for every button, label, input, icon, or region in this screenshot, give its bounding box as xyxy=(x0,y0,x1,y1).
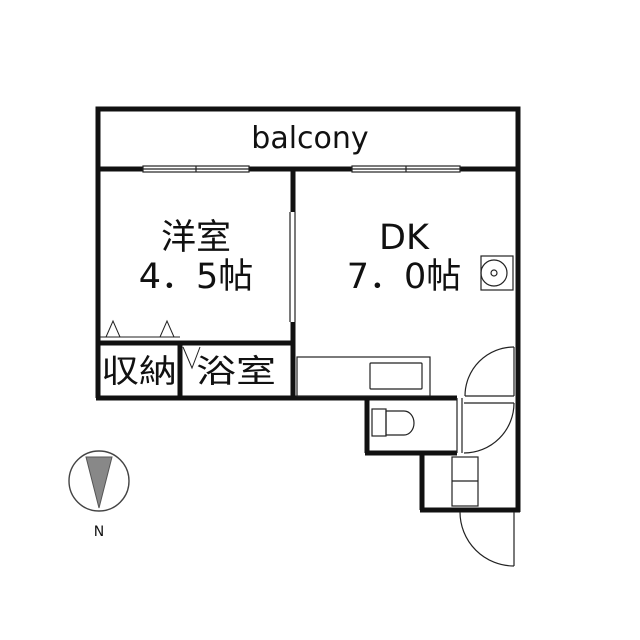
north-arrow-icon xyxy=(85,456,113,509)
compass: N xyxy=(68,450,130,540)
windows xyxy=(142,165,461,173)
window-western-room xyxy=(142,165,250,173)
doors xyxy=(451,346,515,567)
balcony-wall xyxy=(95,106,521,172)
western-room-label: 洋室 xyxy=(161,218,231,258)
door-dk-hall xyxy=(464,346,515,397)
storage-label: 収納 xyxy=(101,352,177,390)
dk-size: 7．0帖 xyxy=(347,257,462,297)
compass-label: N xyxy=(94,524,104,540)
room-labels: balcony 洋室 4．5帖 DK 7．0帖 収納 浴室 xyxy=(101,121,461,390)
window-dk xyxy=(351,165,461,173)
door-entrance xyxy=(459,511,515,567)
western-room-size: 4．5帖 xyxy=(139,257,254,297)
kitchen-counter xyxy=(296,356,431,397)
outer-walls xyxy=(95,106,521,513)
balcony-label: balcony xyxy=(251,121,368,156)
closet-doors xyxy=(100,319,180,338)
basin-icon xyxy=(480,255,514,291)
shoe-cabinet xyxy=(451,456,479,507)
interior-walls xyxy=(98,169,457,456)
compass-ring xyxy=(68,450,130,512)
toilet-icon xyxy=(371,408,415,437)
sliding-door-rooms xyxy=(289,212,296,322)
sink-icon xyxy=(369,362,423,390)
dk-label: DK xyxy=(379,218,430,258)
door-toilet xyxy=(463,402,515,454)
bathroom-label: 浴室 xyxy=(196,352,276,390)
bath-door-mark xyxy=(182,346,201,370)
